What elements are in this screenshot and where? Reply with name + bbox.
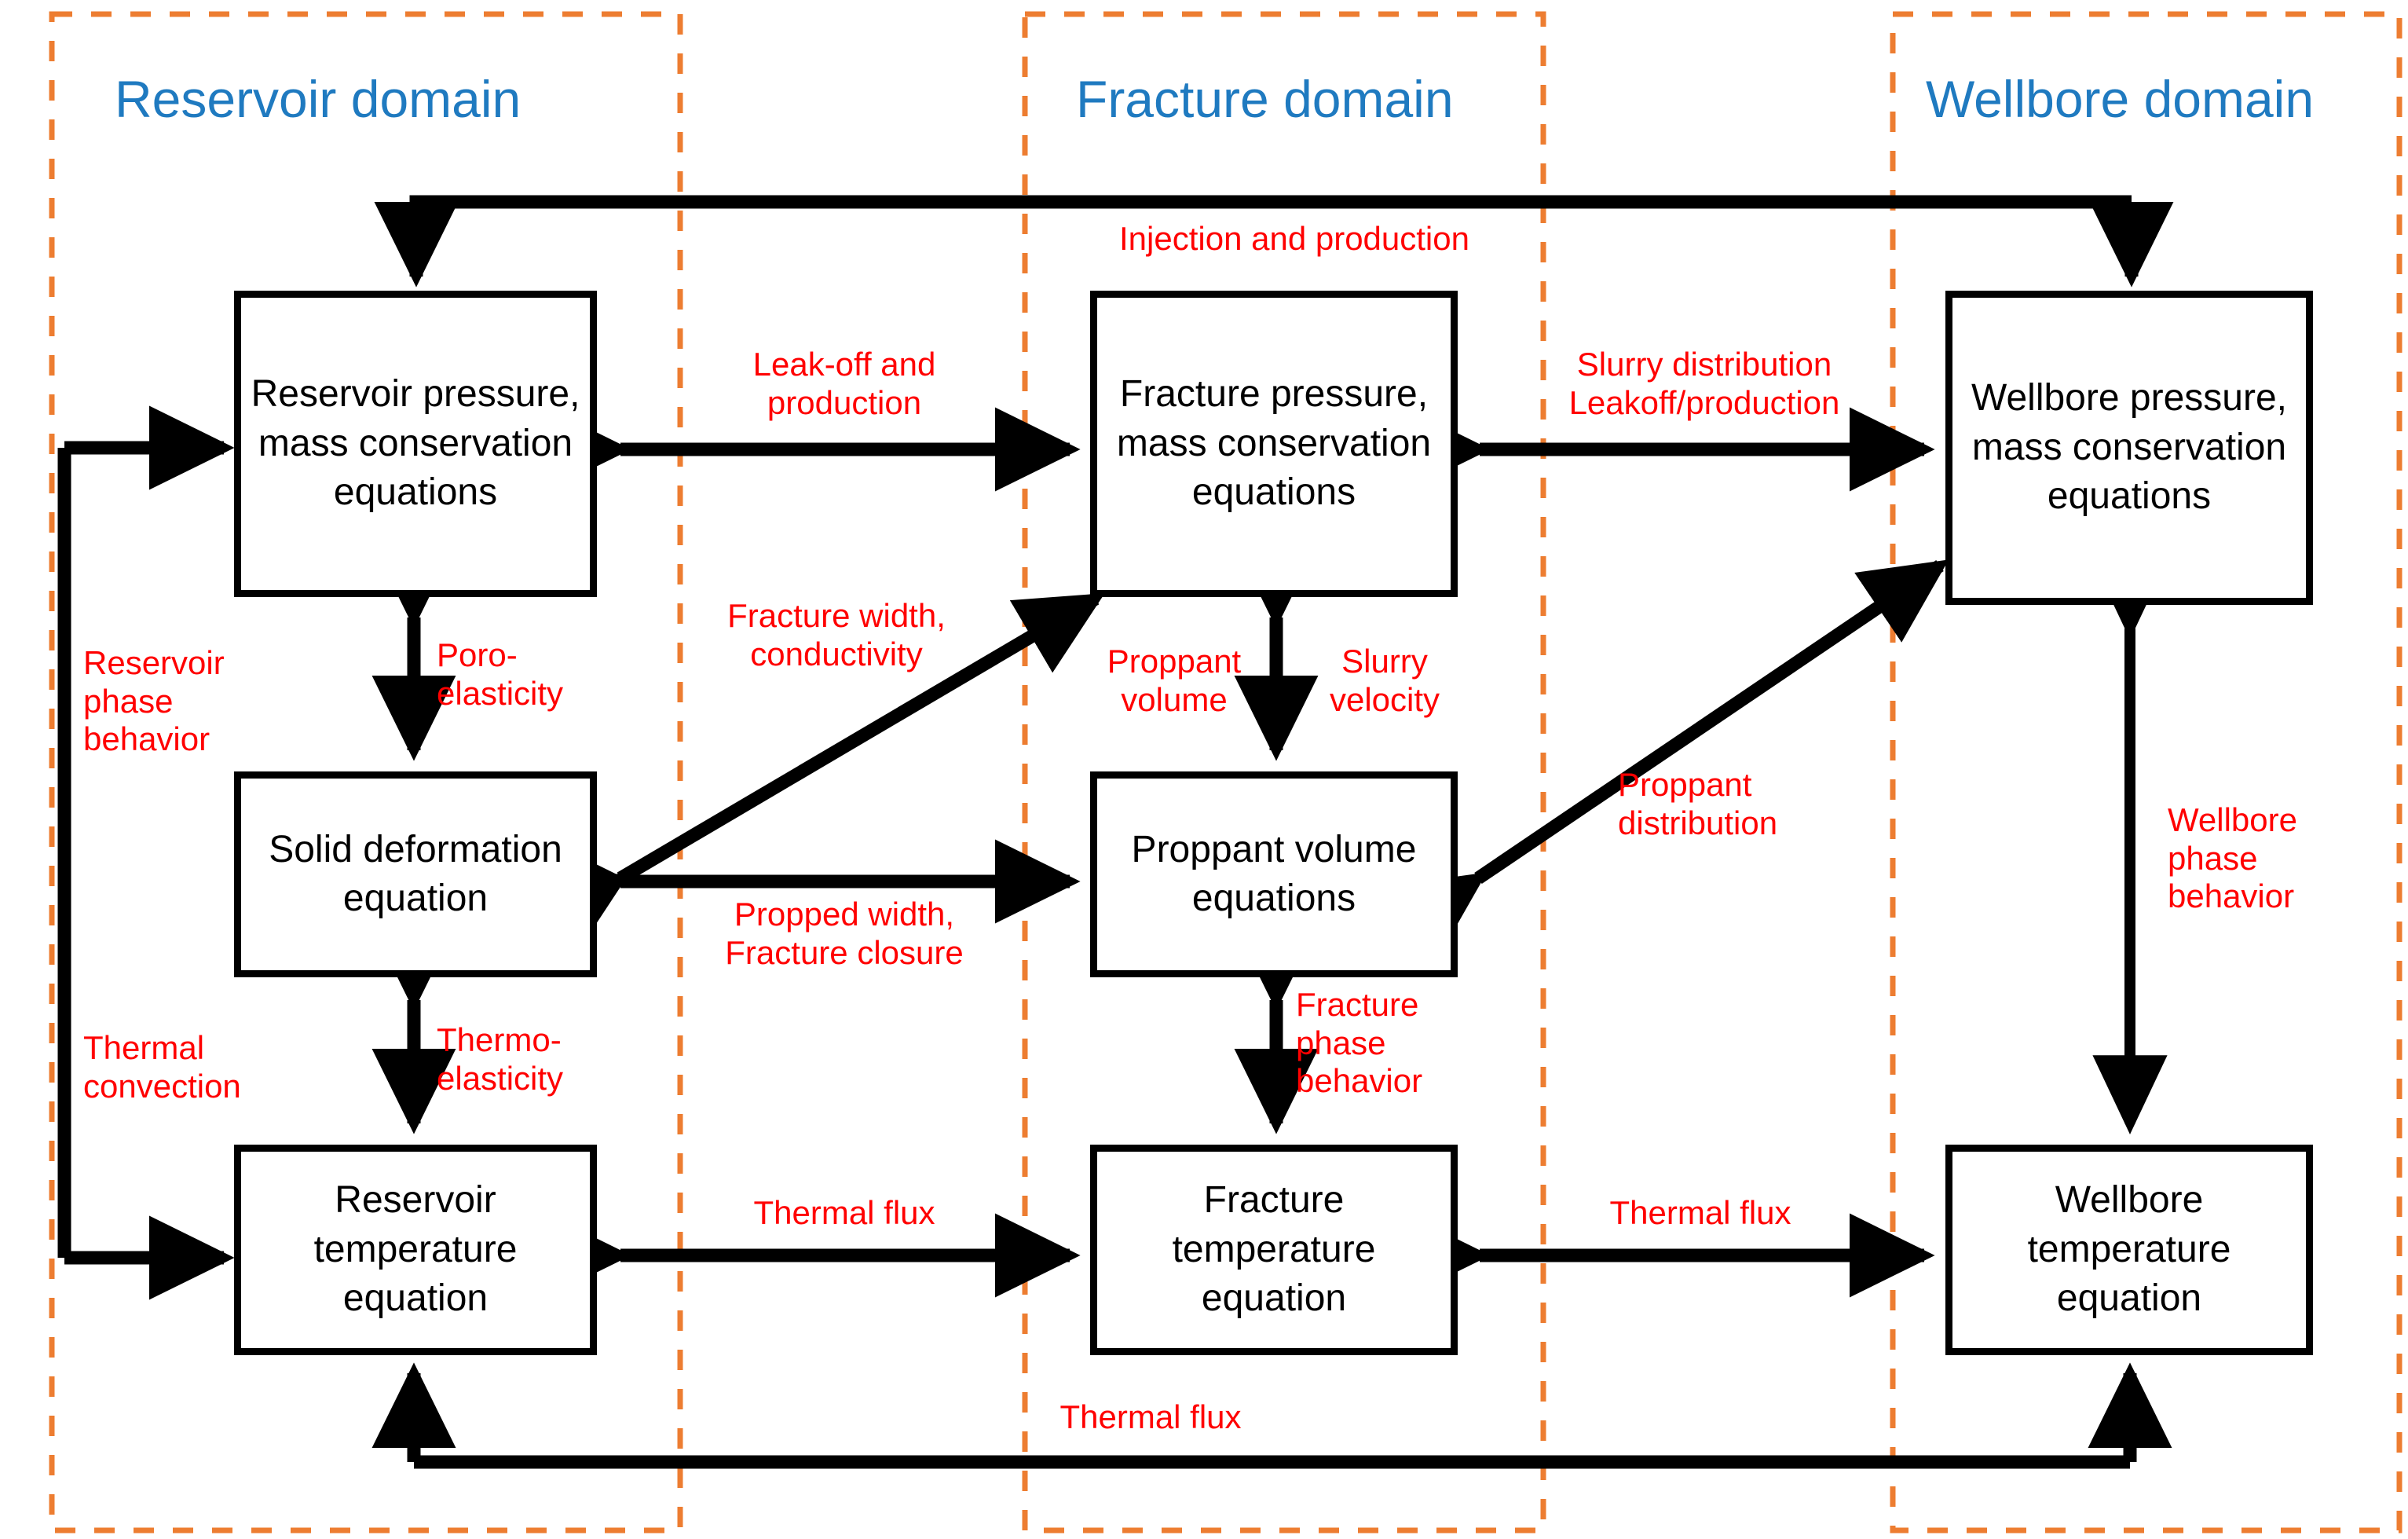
node-fracture-pressure[interactable]: Fracture pressure, mass conservation equ…: [1090, 291, 1458, 597]
edge-label-fracture-phase-behavior: Fracture phase behavior: [1296, 986, 1423, 1100]
edge-injection-and-production: [374, 195, 2174, 288]
node-wellbore-temperature-label: Wellbore temperature equation: [2027, 1179, 2231, 1320]
node-solid-deformation[interactable]: Solid deformation equation: [234, 771, 597, 977]
edge-label-leak-off-and-production: Leak-off and production: [752, 346, 936, 421]
domain-title-wellbore: Wellbore domain: [1926, 70, 2315, 128]
edge-thermal-flux-bottom: [371, 1362, 2172, 1469]
node-reservoir-temperature-label: Reservoir temperature equation: [313, 1179, 518, 1320]
node-wellbore-pressure[interactable]: Wellbore pressure, mass conservation equ…: [1945, 291, 2313, 605]
node-proppant-volume[interactable]: Proppant volume equations: [1090, 771, 1458, 977]
edge-proppant-distribution: [1392, 559, 1949, 955]
edge-label-thermal-flux-res-frac: Thermal flux: [753, 1194, 935, 1231]
node-fracture-temperature-label: Fracture temperature equation: [1172, 1179, 1376, 1320]
edge-label-thermal-flux-frac-well: Thermal flux: [1609, 1194, 1791, 1231]
edge-label-reservoir-phase-behavior: Reservoir phase behavior: [83, 644, 225, 758]
domain-title-reservoir: Reservoir domain: [115, 70, 521, 128]
edge-label-poro-elasticity: Poro- elasticity: [437, 636, 564, 712]
edge-label-slurry-velocity: Slurry velocity: [1329, 643, 1440, 718]
domain-title-fracture: Fracture domain: [1076, 70, 1454, 128]
edge-label-thermal-convection: Thermal convection: [83, 1029, 241, 1105]
edge-label-proppant-distribution: Proppant distribution: [1618, 766, 1778, 841]
edge-label-thermal-flux-bottom: Thermal flux: [1059, 1398, 1242, 1435]
node-reservoir-pressure[interactable]: Reservoir pressure, mass conservation eq…: [234, 291, 597, 597]
edge-label-injection-and-production: Injection and production: [1119, 220, 1469, 257]
edge-left-reservoir-bus: [57, 405, 235, 1300]
node-solid-deformation-label: Solid deformation equation: [269, 828, 562, 919]
node-wellbore-pressure-label: Wellbore pressure, mass conservation equ…: [1971, 377, 2287, 518]
node-fracture-pressure-label: Fracture pressure, mass conservation equ…: [1116, 373, 1432, 514]
edge-label-fracture-width-conductivity: Fracture width, conductivity: [727, 597, 946, 672]
edge-label-slurry-distribution-leakoff: Slurry distribution Leakoff/production: [1568, 346, 1840, 421]
node-fracture-temperature[interactable]: Fracture temperature equation: [1090, 1145, 1458, 1355]
edge-label-wellbore-phase-behavior: Wellbore phase behavior: [2168, 801, 2297, 915]
node-wellbore-temperature[interactable]: Wellbore temperature equation: [1945, 1145, 2313, 1355]
node-reservoir-pressure-label: Reservoir pressure, mass conservation eq…: [251, 373, 580, 514]
edge-fracture-width-conductivity: [534, 592, 1105, 953]
edge-label-proppant-volume: Proppant volume: [1107, 643, 1242, 718]
node-proppant-volume-label: Proppant volume equations: [1131, 828, 1417, 919]
node-reservoir-temperature[interactable]: Reservoir temperature equation: [234, 1145, 597, 1355]
domain-frame-wellbore: [1890, 11, 2403, 1534]
edge-label-thermo-elasticity: Thermo- elasticity: [437, 1021, 564, 1097]
edge-label-propped-width-fracture-closure: Propped width, Fracture closure: [725, 896, 964, 971]
